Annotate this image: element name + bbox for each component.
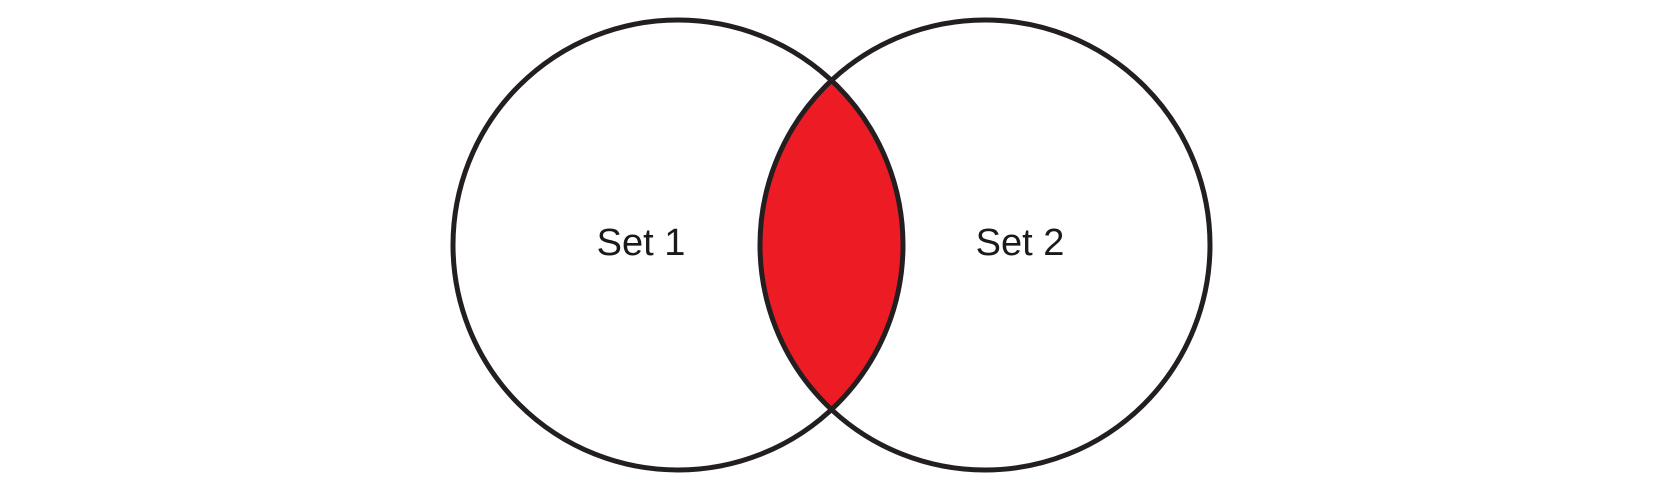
set-2-circle bbox=[757, 17, 1213, 473]
set-1-circle bbox=[450, 17, 906, 473]
set-1-label: Set 1 bbox=[597, 222, 686, 264]
set-2-label: Set 2 bbox=[976, 222, 1065, 264]
